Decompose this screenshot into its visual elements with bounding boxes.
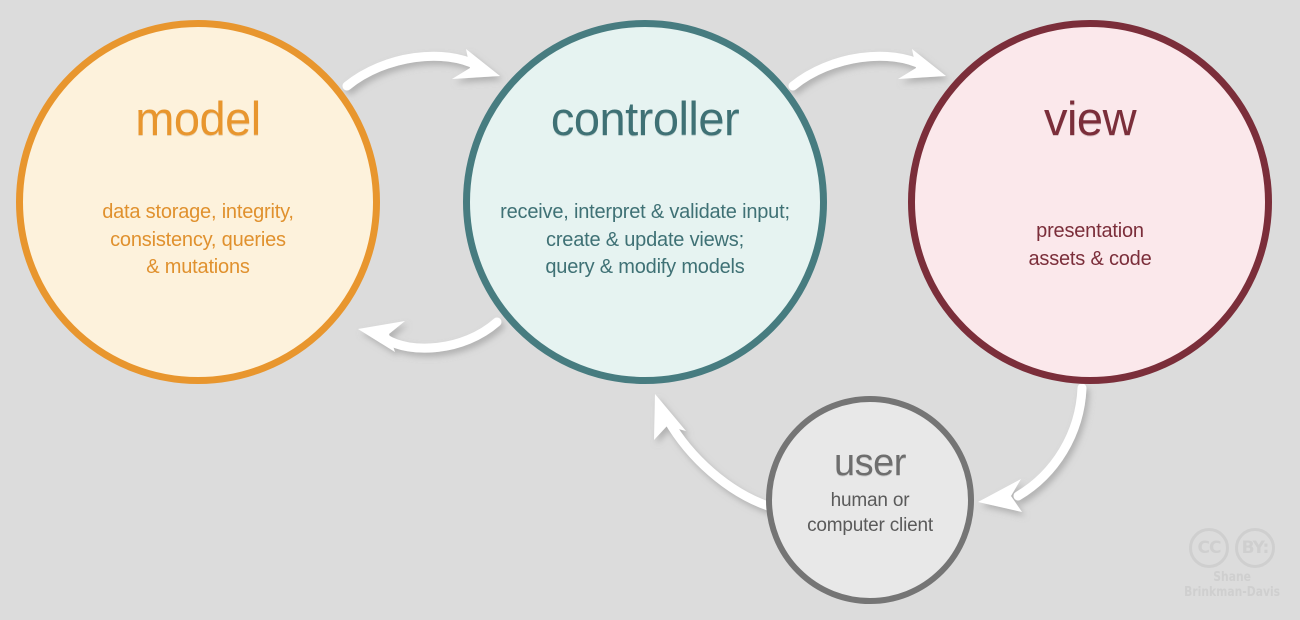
node-controller-title: controller bbox=[550, 92, 740, 145]
node-view-title: view bbox=[1043, 92, 1137, 145]
node-user-description: human or computer client bbox=[807, 490, 933, 537]
node-view[interactable]: view presentation assets & code bbox=[908, 20, 1272, 384]
node-model-title: model bbox=[135, 92, 261, 145]
author-attribution: Shane Brinkman-Davis bbox=[1184, 570, 1280, 600]
node-model-description: data storage, integrity, consistency, qu… bbox=[102, 201, 294, 279]
arrow-view-to-user bbox=[978, 383, 1087, 512]
arrow-model-to-controller bbox=[342, 49, 500, 91]
creative-commons-icon: CC bbox=[1189, 528, 1229, 568]
node-user-title: user bbox=[834, 442, 906, 484]
node-user[interactable]: user human or computer client bbox=[766, 396, 974, 604]
node-controller[interactable]: controller receive, interpret & validate… bbox=[463, 20, 827, 384]
attribution-by-icon: BY: bbox=[1235, 528, 1275, 568]
node-controller-description: receive, interpret & validate input; cre… bbox=[500, 201, 790, 279]
node-view-description: presentation assets & code bbox=[1028, 220, 1152, 270]
arrow-controller-to-view bbox=[788, 49, 946, 91]
cc-icon-group: CC BY: bbox=[1189, 528, 1275, 568]
arrow-user-to-controller bbox=[654, 394, 773, 511]
node-model[interactable]: model data storage, integrity, consisten… bbox=[16, 20, 380, 384]
creative-commons-badge[interactable]: CC BY: Shane Brinkman-Davis bbox=[1176, 528, 1288, 608]
arrow-controller-to-model bbox=[358, 317, 502, 353]
